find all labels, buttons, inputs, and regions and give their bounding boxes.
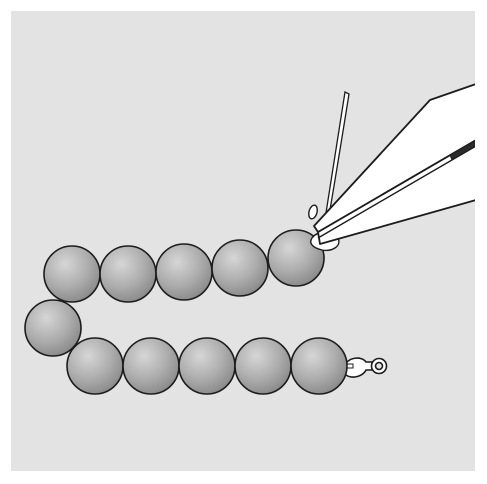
lower-bead-row — [67, 338, 347, 394]
bead — [212, 240, 268, 296]
bead — [44, 246, 100, 302]
bead — [123, 338, 179, 394]
bead — [291, 338, 347, 394]
bead — [100, 246, 156, 302]
bead — [67, 338, 123, 394]
bead — [25, 300, 81, 356]
bead — [156, 244, 212, 300]
bead — [179, 338, 235, 394]
bead — [235, 338, 291, 394]
